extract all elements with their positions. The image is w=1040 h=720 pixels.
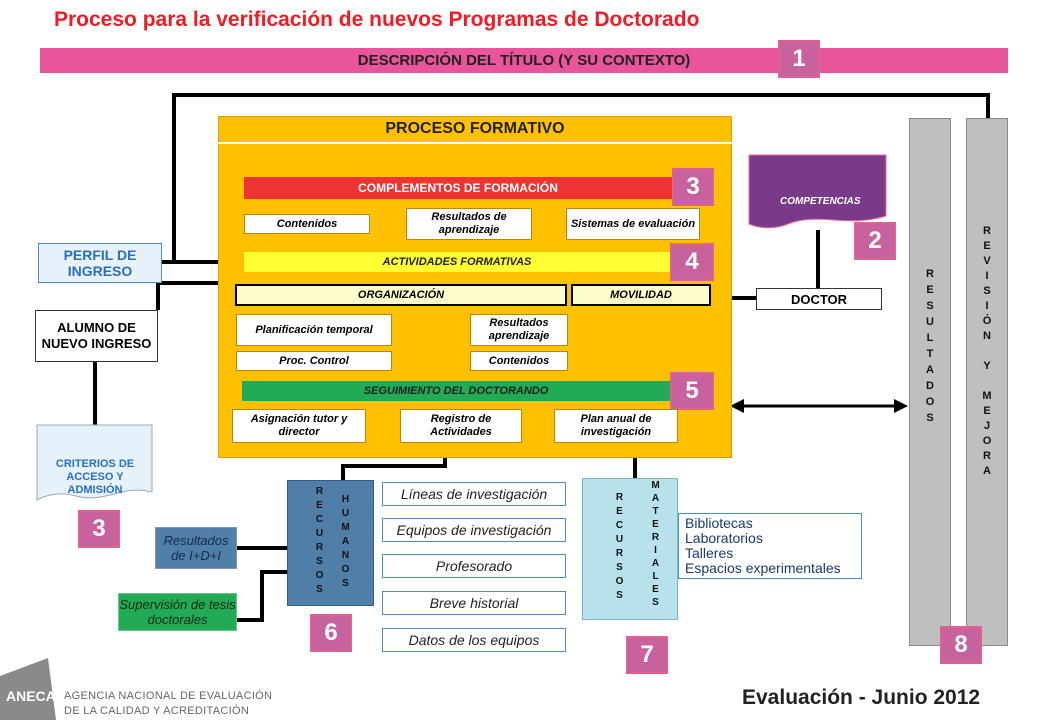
recursos-materiales-col2-text: MATERIALES [650,480,661,610]
complementos-label: COMPLEMENTOS DE FORMACIÓN [358,181,558,195]
revision-bar-text: REVISIÓN Y MEJORA [981,225,993,480]
materiales-item-laboratorios: Laboratorios [685,530,763,546]
recursos-humanos-panel [287,480,374,606]
rrhh-item-profesorado: Profesorado [382,554,566,578]
resultados-idi-box: Resultados de I+D+I [155,527,237,569]
proceso-formativo-header: PROCESO FORMATIVO [218,116,732,144]
agency-line-2: DE LA CALIDAD Y ACREDITACIÓN [64,705,250,717]
step-number-1: 1 [778,40,820,78]
supervision-box: Supervisión de tesis doctorales [118,593,237,631]
rrhh-item-equipos: Equipos de investigación [382,518,566,542]
recursos-humanos-col1: RECURSOS [312,486,326,598]
recursos-humanos-col2: HUMANOS [338,494,352,592]
recursos-materiales-col2: MATERIALES [648,480,662,610]
step-number-3-criterios: 3 [78,510,120,548]
recursos-humanos-col1-text: RECURSOS [314,486,325,598]
comp-item-sistemas: Sistemas de evaluación [566,208,700,240]
materiales-item-bibliotecas: Bibliotecas [685,515,753,531]
comp-item-contenidos: Contenidos [244,214,370,234]
agency-line-1: AGENCIA NACIONAL DE EVALUACIÓN [64,690,273,702]
description-banner-label: DESCRIPCIÓN DEL TÍTULO (Y SU CONTEXTO) [357,52,691,69]
aneca-logo [0,656,60,720]
seguimiento-label: SEGUIMIENTO DEL DOCTORANDO [363,385,549,397]
complementos-bar: COMPLEMENTOS DE FORMACIÓN [244,177,672,199]
organizacion-box: ORGANIZACIÓN [235,284,567,306]
seg-item-plan: Plan anual de investigación [554,409,678,443]
alumno-box: ALUMNO DE NUEVO INGRESO [35,310,158,362]
description-banner: DESCRIPCIÓN DEL TÍTULO (Y SU CONTEXTO) [40,48,1008,73]
resultados-bar [909,118,951,646]
competencias-label: COMPETENCIAS [780,196,861,207]
org-item-contenidos: Contenidos [470,351,568,371]
doctor-box: DOCTOR [756,288,882,310]
criterios-shape [36,424,153,501]
recursos-materiales-col1: RECURSOS [612,492,626,604]
rrhh-item-datos: Datos de los equipos [382,628,566,652]
page-title: Proceso para la verificación de nuevos P… [54,8,700,31]
resultados-bar-text: RESULTADOS [924,268,936,428]
recursos-humanos-col2-text: HUMANOS [340,494,351,592]
recursos-materiales-col1-text: RECURSOS [614,492,625,604]
materiales-item-espacios: Espacios experimentales [685,560,841,576]
rrhh-item-lineas: Líneas de investigación [382,482,566,506]
seguimiento-bar: SEGUIMIENTO DEL DOCTORANDO [242,381,670,401]
org-item-proc-control: Proc. Control [236,351,392,371]
aneca-logo-shape [0,658,56,720]
comp-item-resultados: Resultados de aprendizaje [406,208,532,240]
criterios-label: CRITERIOS DE ACCESO Y ADMISIÓN [55,457,135,496]
org-item-planificacion: Planificación temporal [236,314,392,346]
materiales-item-talleres: Talleres [685,545,734,561]
revision-bar-text-wrap: REVISIÓN Y MEJORA [979,225,995,480]
step-number-6: 6 [310,614,352,652]
step-number-2: 2 [854,222,896,260]
evaluacion-label: Evaluación - Junio 2012 [742,686,981,709]
step-number-5: 5 [670,372,714,410]
step-number-7: 7 [626,636,668,674]
movilidad-box: MOVILIDAD [571,284,711,306]
seg-item-asignacion: Asignación tutor y director [232,409,366,443]
materiales-list-box: Bibliotecas Laboratorios Talleres Espaci… [678,513,862,579]
org-item-resultados: Resultados aprendizaje [470,314,568,346]
proceso-formativo-title: PROCESO FORMATIVO [385,120,565,137]
aneca-logo-text: ANECA [6,688,56,704]
revision-bar [966,118,1008,646]
competencias-shape [748,154,887,229]
rrhh-item-historial: Breve historial [382,591,566,615]
step-number-3: 3 [672,168,714,206]
actividades-bar: ACTIVIDADES FORMATIVAS [244,252,670,272]
step-number-8: 8 [940,626,982,664]
actividades-label: ACTIVIDADES FORMATIVAS [382,256,532,268]
recursos-materiales-panel [582,478,678,620]
resultados-bar-text-wrap: RESULTADOS [922,268,938,428]
step-number-4: 4 [670,243,714,281]
perfil-ingreso-box: PERFIL DE INGRESO [38,243,162,283]
seg-item-registro: Registro de Actividades [400,409,522,443]
